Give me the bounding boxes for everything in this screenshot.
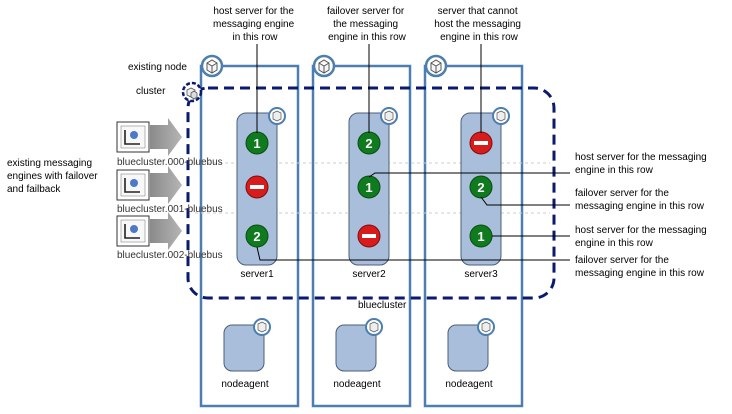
badge-blocked — [469, 131, 493, 155]
badge-failover-2: 2 — [357, 131, 381, 155]
node-icon — [200, 54, 224, 78]
nodeagent-label: nodeagent — [445, 379, 492, 390]
top-label-col3: server that cannot host the messaging en… — [434, 6, 524, 43]
messaging-engine-002: bluecluster.002-bluebus — [116, 212, 223, 261]
svg-text:2: 2 — [365, 136, 372, 151]
node-icon — [312, 54, 336, 78]
top-label-col2: failover server for the messaging engine… — [327, 6, 407, 43]
server-label: server3 — [464, 269, 498, 280]
messaging-engine-000: bluecluster.000-bluebus — [116, 118, 223, 168]
badge-host-1: 1 — [469, 224, 493, 248]
existing-node-label: existing node — [128, 62, 187, 73]
badge-blocked — [357, 224, 381, 248]
node-box-1 — [199, 64, 300, 408]
badge-failover-2: 2 — [245, 224, 269, 248]
badge-host-1: 1 — [245, 131, 269, 155]
callout-line — [480, 196, 570, 206]
nodeagent-label: nodeagent — [333, 379, 380, 390]
svg-text:2: 2 — [253, 229, 260, 244]
right-label-2: failover server for the messaging engine… — [575, 188, 705, 212]
engine-label: bluecluster.001-bluebus — [117, 204, 223, 215]
nodeagent-3: nodeagent — [445, 318, 495, 390]
cluster-boundary — [186, 86, 556, 300]
nodeagent-1: nodeagent — [221, 318, 271, 390]
cluster-name: bluecluster — [358, 300, 407, 311]
nodeagent-2: nodeagent — [333, 318, 383, 390]
top-label-col1: host server for the messaging engine in … — [213, 6, 297, 43]
badge-failover-2: 2 — [469, 175, 493, 199]
callout-line — [256, 246, 570, 261]
server-label: server2 — [352, 269, 386, 280]
svg-text:2: 2 — [477, 180, 484, 195]
svg-text:1: 1 — [477, 229, 484, 244]
callout-line — [368, 172, 570, 178]
right-label-1: host server for the messaging engine in … — [575, 152, 710, 176]
right-label-3: host server for the messaging engine in … — [575, 225, 710, 249]
messaging-engine-001: bluecluster.001-bluebus — [116, 166, 223, 215]
cluster-label: cluster — [136, 86, 166, 97]
node-icon — [424, 54, 448, 78]
engines-description: existing messaging engines with failover… — [7, 158, 100, 195]
badge-host-1: 1 — [357, 175, 381, 199]
badge-blocked — [245, 175, 269, 199]
right-label-4: failover server for the messaging engine… — [575, 255, 705, 279]
engine-label: bluecluster.002-bluebus — [117, 250, 223, 261]
nodeagent-label: nodeagent — [221, 379, 268, 390]
cluster-icon — [181, 81, 203, 103]
node-box-2 — [311, 64, 412, 408]
svg-text:1: 1 — [253, 136, 260, 151]
engine-label: bluecluster.000-bluebus — [117, 157, 223, 168]
server-label: server1 — [240, 269, 274, 280]
svg-text:1: 1 — [365, 180, 372, 195]
